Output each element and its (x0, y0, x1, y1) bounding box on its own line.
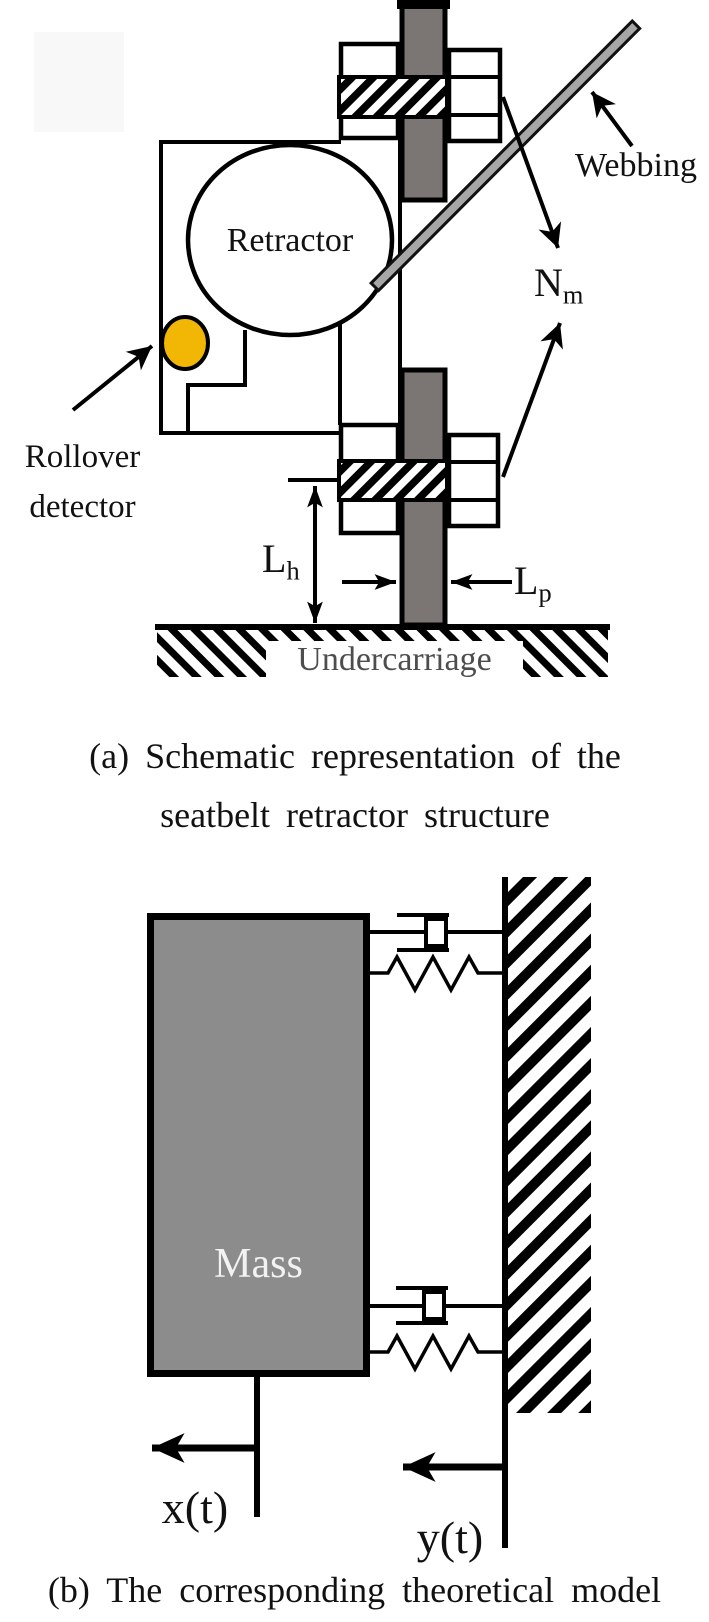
mass-label: Mass (214, 1241, 303, 1287)
height-symbol: L (262, 536, 287, 581)
rollover-detector-arrow (71, 344, 154, 412)
nut-subscript: m (562, 279, 584, 310)
damper-top-piston (424, 917, 448, 948)
rollover-detector-label: Rollover detector (0, 432, 165, 532)
rollover-label-line2: detector (29, 489, 136, 525)
scan-artifact-patch (34, 32, 124, 132)
spring-bottom (368, 1332, 506, 1373)
damper-top (368, 913, 506, 952)
retractor-housing-outline (159, 138, 402, 435)
undercarriage-label: Undercarriage (266, 641, 523, 678)
pillar-dimension-label: Lp (514, 558, 552, 608)
pillar-top-cap (397, 0, 450, 9)
callout-arrows (71, 90, 634, 478)
pillar-subscript: p (538, 577, 552, 608)
nut-symbol: N (534, 260, 563, 305)
spring-top (368, 953, 506, 994)
yt-label: y(t) (416, 1512, 484, 1563)
lower-bolt-head (446, 432, 501, 529)
webbing-strip (368, 18, 642, 293)
panel-b-model (147, 877, 591, 1548)
damper-bottom-piston (422, 1290, 446, 1321)
caption-a-line2: seatbelt retractor structure (160, 795, 550, 835)
xt-label: x(t) (161, 1482, 229, 1533)
retractor-spool-circle (185, 142, 395, 338)
damper-bottom (368, 1286, 506, 1325)
height-subscript: h (286, 555, 300, 586)
upper-mount-assembly (337, 41, 503, 144)
retractor-label: Retractor (226, 222, 354, 259)
nut-upper-arrow (501, 96, 562, 249)
caption-a: (a) Schematic representation of the seat… (40, 727, 670, 845)
rollover-detector-dot (160, 315, 210, 371)
height-dimension-label: Lh (262, 536, 300, 586)
webbing-arrow (590, 90, 634, 148)
dimension-marks (288, 478, 512, 623)
caption-b: (b) The corresponding theoretical model (47, 1570, 662, 1610)
lower-mount-assembly (337, 422, 501, 536)
nut-count-label: Nm (534, 260, 583, 310)
webbing-label: Webbing (575, 147, 697, 184)
wall-hatch (506, 877, 591, 1413)
rollover-label-line1: Rollover (24, 439, 141, 475)
pillar-symbol: L (514, 558, 539, 603)
mass-block (147, 913, 370, 1377)
lower-nut-hatched (337, 459, 449, 502)
upper-nut-hatched (337, 75, 449, 119)
nut-lower-arrow (501, 322, 563, 478)
caption-a-line1: (a) Schematic representation of the (89, 736, 621, 776)
upper-bolt-head (446, 47, 503, 144)
